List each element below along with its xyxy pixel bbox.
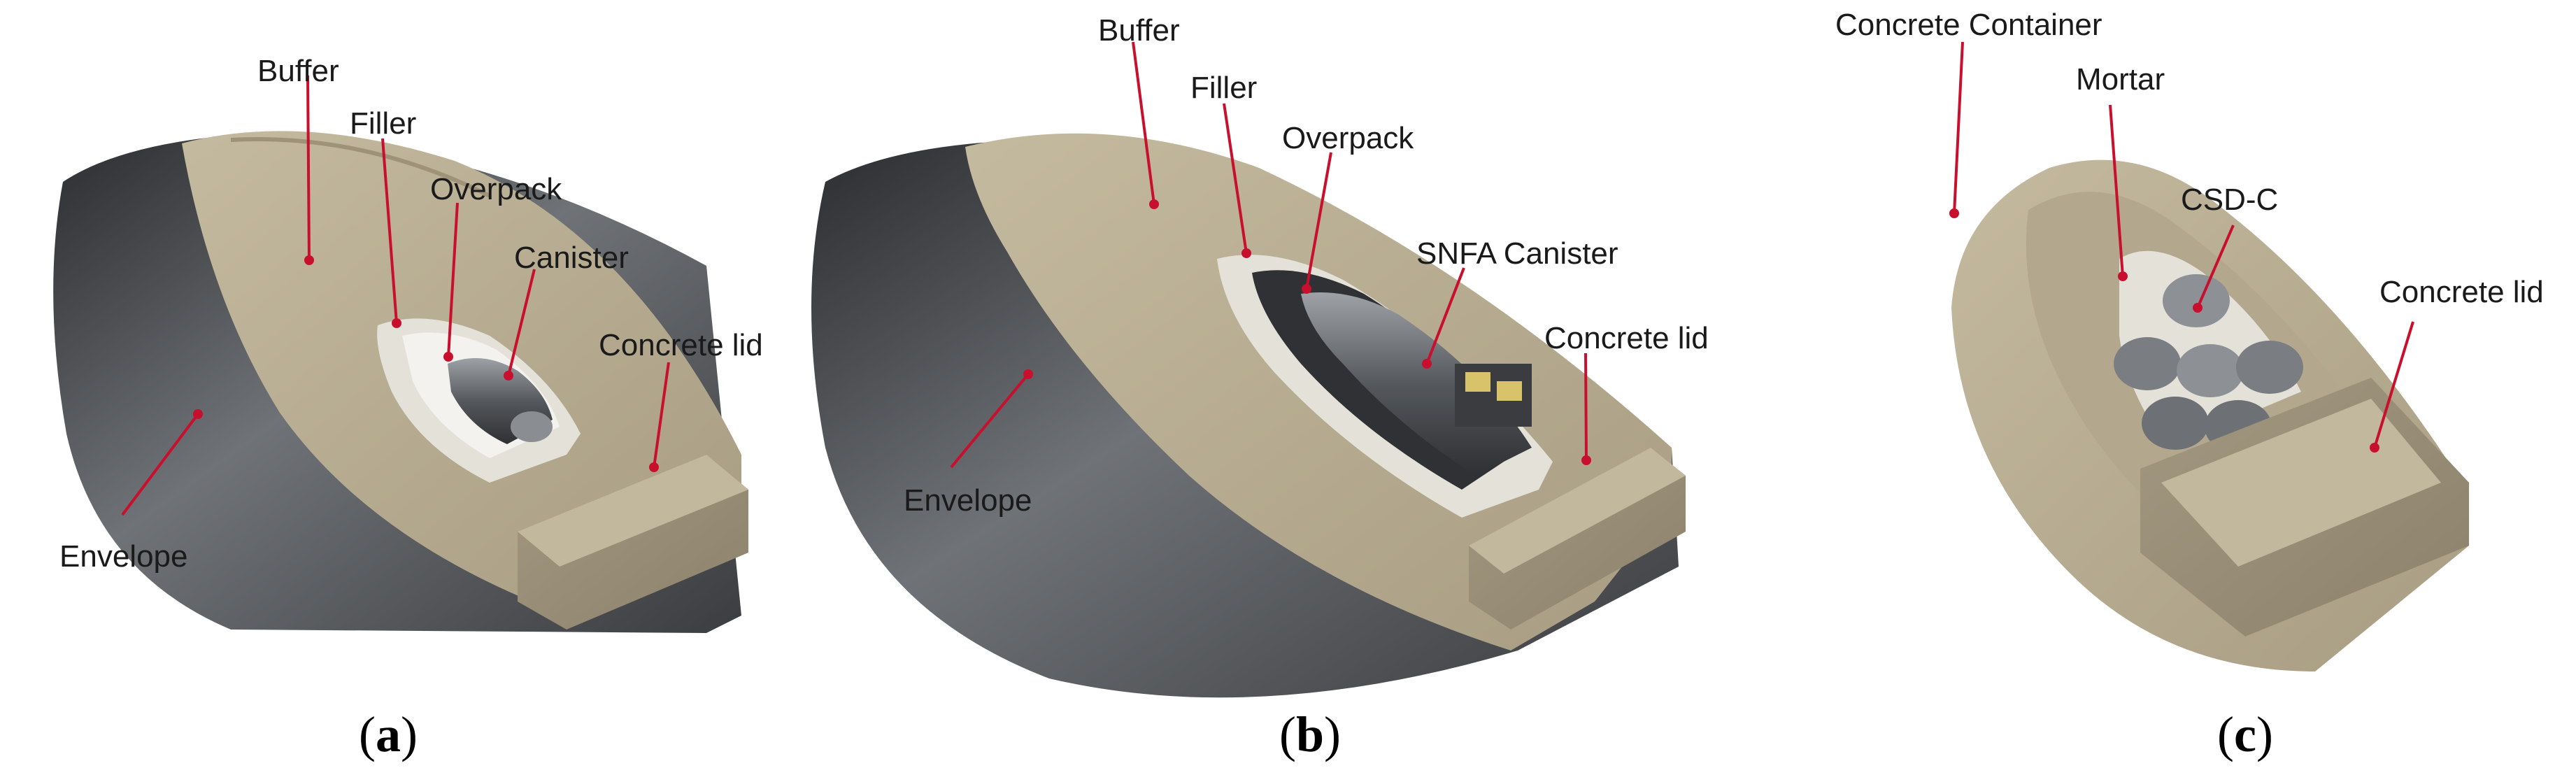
leader-a-lid-dot xyxy=(649,462,659,472)
panel-a: Buffer Filler Overpack Canister Concrete… xyxy=(53,54,763,762)
label-c-csd-c: CSD-C xyxy=(2181,183,2278,217)
label-c-concrete-lid: Concrete lid xyxy=(2379,275,2544,309)
label-b-buffer: Buffer xyxy=(1098,13,1180,48)
leader-a-overpack-dot xyxy=(443,352,453,362)
leader-a-envelope-dot xyxy=(193,409,203,419)
leader-b-envelope-dot xyxy=(1023,369,1033,379)
leader-b-lid-dot xyxy=(1581,455,1591,465)
label-a-canister: Canister xyxy=(514,241,629,275)
leader-c-container-dot xyxy=(1949,208,1959,218)
panel-c: Concrete Container Mortar CSD-C Concrete… xyxy=(1835,8,2544,762)
caption-a: (a) xyxy=(359,706,418,762)
label-c-mortar: Mortar xyxy=(2076,62,2165,97)
label-a-filler: Filler xyxy=(350,106,416,141)
label-b-envelope: Envelope xyxy=(904,483,1032,518)
panel-b-drawing xyxy=(811,134,1686,697)
leader-c-csd-dot xyxy=(2193,303,2203,313)
leader-c-mortar-dot xyxy=(2118,271,2128,281)
leader-a-filler-dot xyxy=(392,318,401,328)
caption-b: (b) xyxy=(1279,706,1341,762)
leader-a-canister-dot xyxy=(504,371,513,381)
leader-b-buffer-dot xyxy=(1149,199,1159,209)
label-c-concrete-container: Concrete Container xyxy=(1835,8,2102,42)
panel-c-drawing xyxy=(1951,160,2469,671)
leader-c-lid-dot xyxy=(2370,443,2379,453)
caption-c: (c) xyxy=(2217,706,2273,762)
label-b-concrete-lid: Concrete lid xyxy=(1544,321,1709,355)
leader-c-container xyxy=(1954,42,1963,213)
leader-b-canister-dot xyxy=(1422,359,1432,369)
label-a-envelope: Envelope xyxy=(59,539,187,574)
label-b-filler: Filler xyxy=(1190,71,1257,105)
label-b-overpack: Overpack xyxy=(1282,121,1414,155)
label-a-concrete-lid: Concrete lid xyxy=(599,328,763,362)
label-a-overpack: Overpack xyxy=(430,172,562,206)
label-b-snfa-canister: SNFA Canister xyxy=(1416,236,1618,271)
leader-a-buffer xyxy=(308,76,309,260)
leader-b-overpack-dot xyxy=(1302,284,1311,294)
leader-a-buffer-dot xyxy=(304,255,314,265)
label-a-buffer: Buffer xyxy=(257,54,339,88)
leader-b-filler-dot xyxy=(1241,248,1251,258)
panel-b: Buffer Filler Overpack SNFA Canister Con… xyxy=(811,13,1709,762)
